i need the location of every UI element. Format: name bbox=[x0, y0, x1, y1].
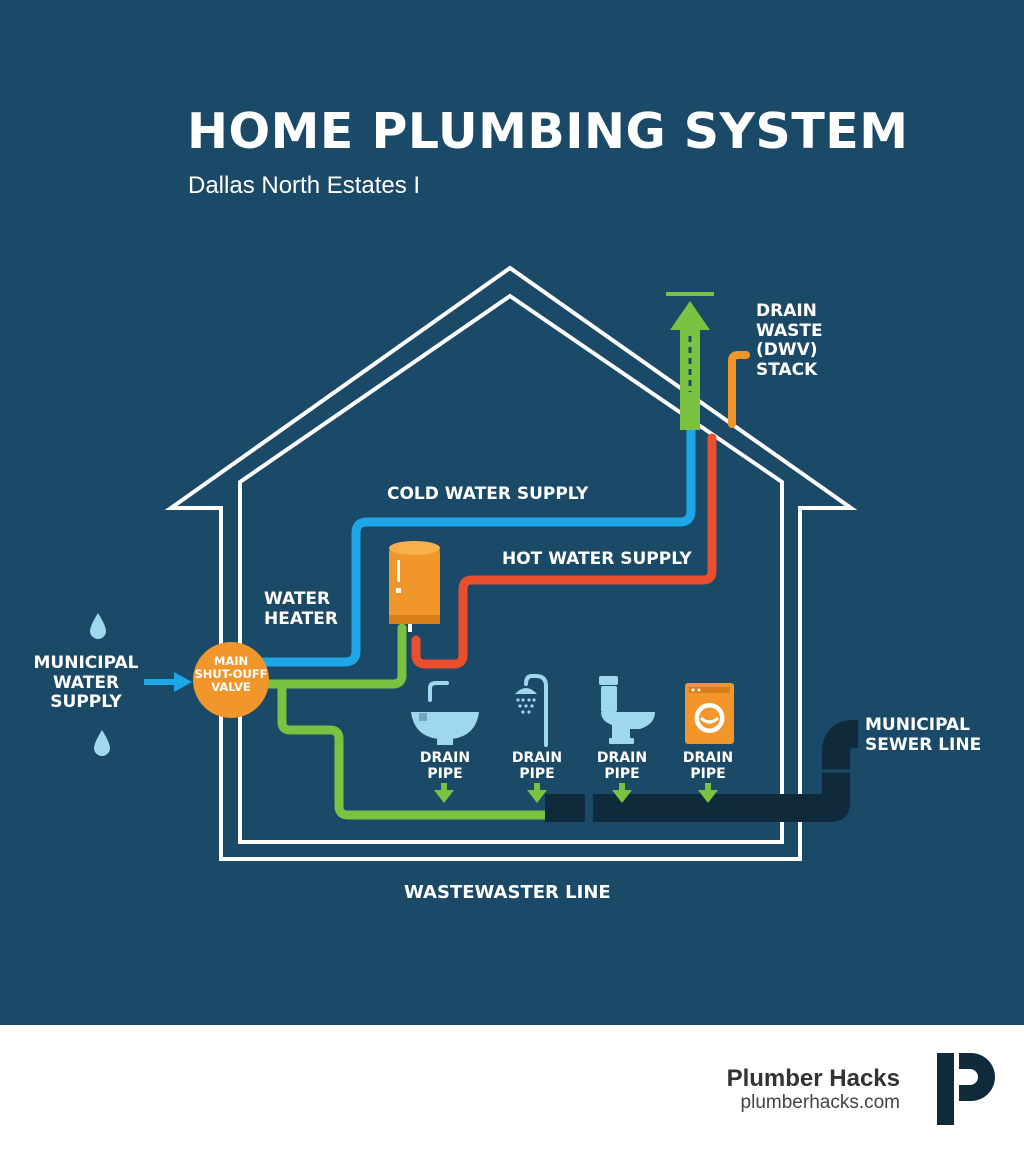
drain-pipe-label: DRAIN PIPE bbox=[596, 750, 648, 783]
municipal-sewer-line-label: MUNICIPAL SEWER LINE bbox=[865, 715, 982, 755]
sink-icon bbox=[411, 681, 479, 745]
drain-pipe-label: DRAIN PIPE bbox=[682, 750, 734, 783]
drain-pipe-line bbox=[277, 685, 550, 820]
heater-feed-pipe bbox=[257, 623, 407, 689]
page-subtitle: Dallas North Estates I bbox=[188, 172, 421, 199]
arrow-up-icon bbox=[666, 292, 714, 430]
arrow-down-icon bbox=[612, 783, 632, 803]
dwv-stack-label: DRAIN WASTE (DWV) STACK bbox=[756, 301, 823, 380]
brand-url[interactable]: plumberhacks.com bbox=[740, 1092, 900, 1113]
hot-water-pipe bbox=[411, 433, 717, 669]
municipal-water-supply-label: MUNICIPAL WATER SUPPLY bbox=[33, 653, 139, 713]
poster-background: HOME PLUMBING SYSTEM Dallas North Estate… bbox=[0, 0, 1024, 1025]
cold-water-supply-label: COLD WATER SUPPLY bbox=[387, 484, 589, 504]
footer: Plumber Hacks plumberhacks.com bbox=[0, 1025, 1024, 1154]
main-shutoff-valve bbox=[193, 642, 269, 718]
water-heater-label: WATER HEATER bbox=[264, 589, 338, 629]
house-inner-outline bbox=[238, 293, 784, 844]
dwv-stack-pipe bbox=[728, 351, 750, 428]
logo-icon bbox=[937, 1053, 995, 1125]
cold-water-pipe bbox=[253, 375, 696, 667]
washing-machine-icon bbox=[685, 683, 734, 744]
main-shutoff-valve-label: MAIN SHUT-OUFF VALVE bbox=[194, 654, 268, 695]
wastewater-line-label: WASTEWASTER LINE bbox=[404, 882, 611, 903]
page-title: HOME PLUMBING SYSTEM bbox=[187, 103, 909, 160]
drain-pipe-label: DRAIN PIPE bbox=[419, 750, 471, 783]
shower-icon bbox=[515, 674, 548, 747]
arrow-down-icon bbox=[434, 783, 454, 803]
water-drop-icon bbox=[94, 730, 110, 756]
plumbing-diagram bbox=[90, 265, 858, 861]
water-heater-icon bbox=[389, 541, 440, 632]
arrow-down-icon bbox=[527, 783, 547, 803]
municipal-supply-arrow-icon bbox=[144, 672, 192, 692]
arrow-down-icon bbox=[698, 783, 718, 803]
water-drop-icon bbox=[90, 613, 106, 639]
brand-name: Plumber Hacks bbox=[726, 1065, 900, 1092]
drain-pipe-label: DRAIN PIPE bbox=[511, 750, 563, 783]
hot-water-supply-label: HOT WATER SUPPLY bbox=[502, 549, 692, 569]
toilet-icon bbox=[599, 676, 655, 744]
